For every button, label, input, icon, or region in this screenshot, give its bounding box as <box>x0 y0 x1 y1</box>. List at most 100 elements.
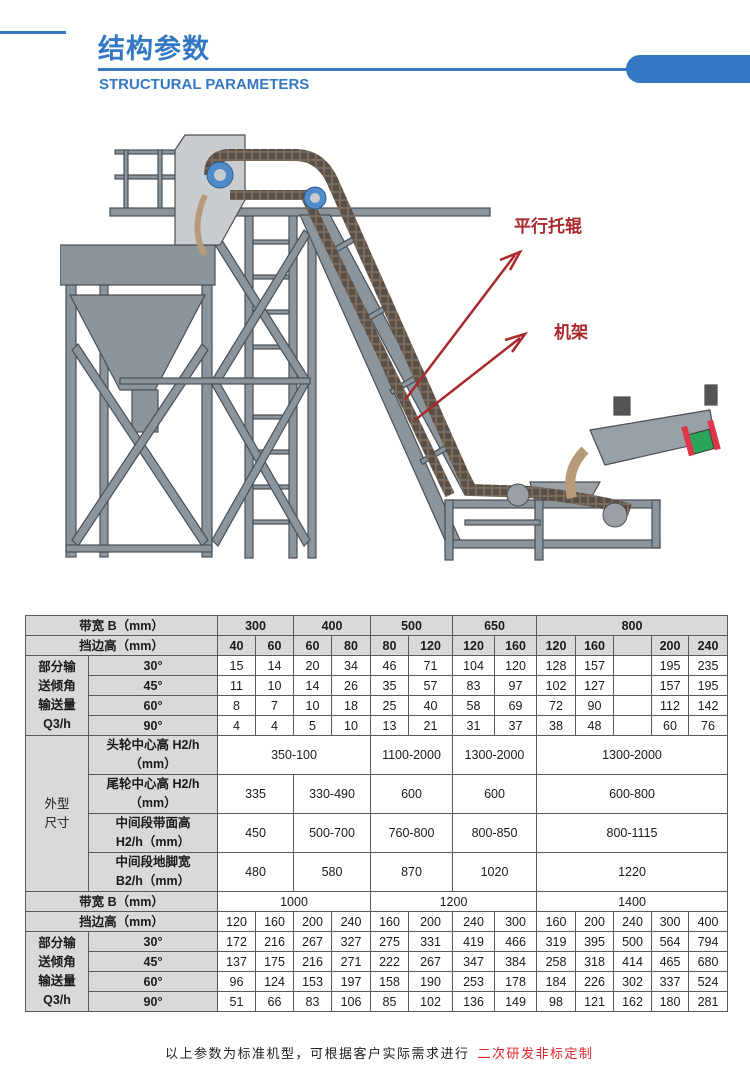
page-subtitle: STRUCTURAL PARAMETERS <box>99 76 310 93</box>
capacity-value: 271 <box>331 951 371 972</box>
belt-width-label: 带宽 B（mm） <box>25 891 218 912</box>
dimension-value: 330-490 <box>293 774 371 814</box>
dimension-value: 600 <box>452 774 537 814</box>
dimension-value: 480 <box>217 852 294 892</box>
capacity-value: 60 <box>651 715 689 736</box>
dimensions-group-label: 外型尺寸 <box>25 735 89 892</box>
capacity-value: 142 <box>688 695 728 716</box>
capacity-value: 83 <box>293 991 332 1012</box>
capacity-value: 25 <box>370 695 409 716</box>
dimension-value: 760-800 <box>370 813 453 853</box>
inclination-angle: 30° <box>88 931 218 952</box>
capacity-value <box>613 655 652 676</box>
capacity-value: 331 <box>408 931 453 952</box>
capacity-value: 564 <box>651 931 689 952</box>
capacity-value: 102 <box>536 675 576 696</box>
capacity-value: 466 <box>494 931 537 952</box>
capacity-value: 11 <box>217 675 256 696</box>
dimension-value: 600 <box>370 774 453 814</box>
capacity-value: 102 <box>408 991 453 1012</box>
capacity-value: 157 <box>651 675 689 696</box>
capacity-value: 51 <box>217 991 256 1012</box>
flange-height-value: 160 <box>494 635 537 656</box>
capacity-value: 71 <box>408 655 453 676</box>
inclination-angle: 45° <box>88 951 218 972</box>
capacity-value: 21 <box>408 715 453 736</box>
capacity-value: 197 <box>331 971 371 992</box>
capacity-value: 235 <box>688 655 728 676</box>
capacity-value <box>613 715 652 736</box>
capacity-value: 178 <box>494 971 537 992</box>
dimension-value: 450 <box>217 813 294 853</box>
capacity-value: 124 <box>255 971 294 992</box>
footer-note: 以上参数为标准机型，可根据客户实际需求进行二次研发非标定制 <box>165 1043 594 1062</box>
dimension-value: 800-850 <box>452 813 537 853</box>
capacity-value: 137 <box>217 951 256 972</box>
capacity-value: 337 <box>651 971 689 992</box>
capacity-value: 136 <box>452 991 495 1012</box>
dimension-label: 头轮中心高 H2/h（mm） <box>88 735 218 775</box>
belt-width-value: 1400 <box>536 891 728 912</box>
capacity-value: 112 <box>651 695 689 716</box>
capacity-value: 253 <box>452 971 495 992</box>
belt-width-value: 300 <box>217 615 294 636</box>
capacity-value: 26 <box>331 675 371 696</box>
flange-height-value: 200 <box>293 911 332 932</box>
capacity-value: 158 <box>370 971 409 992</box>
capacity-value: 96 <box>217 971 256 992</box>
capacity-value: 216 <box>255 931 294 952</box>
capacity-value: 34 <box>331 655 371 676</box>
capacity-value: 128 <box>536 655 576 676</box>
flange-height-value: 240 <box>452 911 495 932</box>
capacity-value: 267 <box>408 951 453 972</box>
title-underline <box>98 68 638 71</box>
header-accent-line <box>0 31 66 34</box>
flange-height-label: 挡边高（mm） <box>25 635 218 656</box>
capacity-value: 190 <box>408 971 453 992</box>
flange-height-value: 240 <box>331 911 371 932</box>
capacity-value: 97 <box>494 675 537 696</box>
capacity-value: 20 <box>293 655 332 676</box>
dimension-value: 500-700 <box>293 813 371 853</box>
capacity-value: 162 <box>613 991 652 1012</box>
flange-height-value: 160 <box>255 911 294 932</box>
capacity-value: 66 <box>255 991 294 1012</box>
belt-width-value: 500 <box>370 615 453 636</box>
capacity-value: 302 <box>613 971 652 992</box>
capacity-value: 680 <box>688 951 728 972</box>
capacity-value: 524 <box>688 971 728 992</box>
flange-height-value: 240 <box>613 911 652 932</box>
dimension-value: 600-800 <box>536 774 728 814</box>
dimension-value: 800-1115 <box>536 813 728 853</box>
conveyor-diagram-icon <box>59 134 721 561</box>
inclination-angle: 45° <box>88 675 218 696</box>
flange-height-value: 120 <box>536 635 576 656</box>
capacity-value: 184 <box>536 971 576 992</box>
capacity-value: 7 <box>255 695 294 716</box>
capacity-value: 13 <box>370 715 409 736</box>
capacity-value: 395 <box>575 931 614 952</box>
flange-height-value: 160 <box>370 911 409 932</box>
capacity-value: 222 <box>370 951 409 972</box>
capacity-value: 57 <box>408 675 453 696</box>
capacity-value: 38 <box>536 715 576 736</box>
capacity-value: 419 <box>452 931 495 952</box>
capacity-value: 175 <box>255 951 294 972</box>
dimension-value: 1300-2000 <box>452 735 537 775</box>
belt-width-value: 400 <box>293 615 371 636</box>
capacity-value: 275 <box>370 931 409 952</box>
